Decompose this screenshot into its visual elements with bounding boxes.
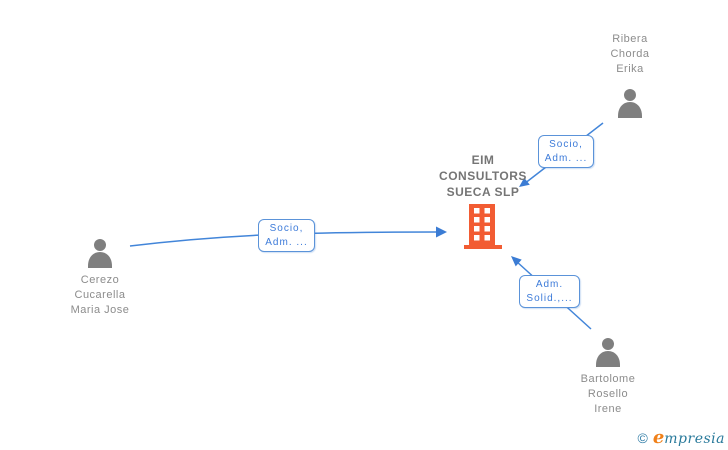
person-icon [88, 239, 112, 268]
copyright-icon: © [637, 430, 648, 446]
person-name-line: Bartolome [580, 373, 636, 385]
person-name-line: Cucarella [74, 289, 126, 301]
relationship-label-line: Solid.,... [526, 292, 573, 304]
empresia-logo-text: mpresia [664, 431, 725, 447]
person-name-line: Cerezo [80, 274, 120, 286]
relationship-label-line: Adm. ... [265, 236, 308, 248]
company-name-line: CONSULTORS [439, 169, 527, 183]
person-name-line: Maria Jose [70, 304, 130, 316]
person-name-line: Chorda [610, 48, 650, 60]
relationship-label-bartolome: Adm. Solid.,... [519, 275, 580, 308]
person-icon [596, 338, 620, 367]
relationship-label-line: Adm. ... [544, 152, 588, 164]
relationship-label-line: Adm. [535, 278, 564, 290]
person-icon [618, 89, 642, 118]
empresia-logo-initial: e [652, 427, 665, 448]
person-node-ribera[interactable]: Ribera Chorda Erika [575, 32, 685, 120]
relationship-label-line: Socio, [269, 222, 304, 234]
person-node-bartolome[interactable]: Bartolome Rosello Irene [553, 337, 663, 417]
company-node[interactable]: EIM CONSULTORS SUECA SLP [403, 152, 563, 249]
person-name-line: Ribera [612, 33, 648, 45]
company-name-line: EIM [471, 153, 495, 167]
empresia-logo[interactable]: © e mpresia [637, 427, 725, 448]
company-name: EIM CONSULTORS SUECA SLP [439, 152, 527, 200]
building-icon [464, 204, 502, 249]
person-name: Cerezo Cucarella Maria Jose [71, 273, 130, 318]
person-name-line: Rosello [587, 388, 629, 400]
relationship-label-line: Socio, [549, 138, 583, 150]
person-name: Bartolome Rosello Irene [581, 372, 636, 417]
person-name-line: Erika [616, 63, 644, 75]
person-name: Ribera Chorda Erika [610, 32, 649, 77]
company-name-line: SUECA SLP [446, 185, 520, 199]
relationship-label-cerezo: Socio, Adm. ... [258, 219, 315, 252]
person-node-cerezo[interactable]: Cerezo Cucarella Maria Jose [45, 238, 155, 318]
person-name-line: Irene [594, 403, 622, 415]
relationship-label-ribera: Socio, Adm. ... [538, 135, 594, 168]
